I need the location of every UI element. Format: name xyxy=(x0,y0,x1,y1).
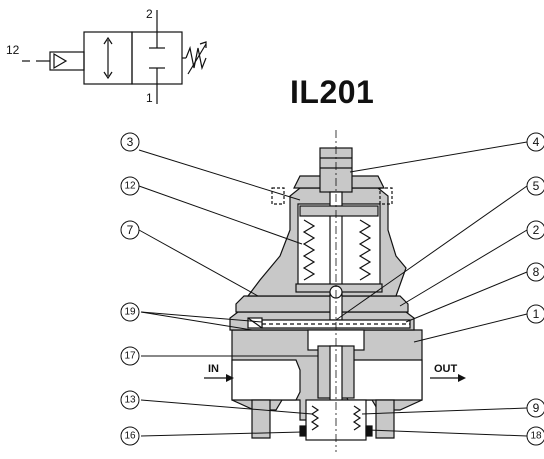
callout-16 xyxy=(120,426,140,446)
callout-3-text: 3 xyxy=(127,135,134,149)
port-12-label: 12 xyxy=(6,43,20,57)
callout-17-text: 17 xyxy=(124,351,136,362)
callout-4-text: 4 xyxy=(533,135,540,149)
callout-12-text: 12 xyxy=(124,181,136,192)
port-2-label: 2 xyxy=(146,7,153,21)
model-title: IL201 xyxy=(290,74,375,110)
bonnet-lower xyxy=(235,295,409,313)
callout-18 xyxy=(526,426,544,446)
callout-8-text: 8 xyxy=(533,265,540,279)
callout-13-text: 13 xyxy=(124,395,136,406)
callout-3 xyxy=(120,132,140,152)
callout-9-text: 9 xyxy=(533,401,540,415)
callout-19-text: 19 xyxy=(124,307,136,318)
callout-16-text: 16 xyxy=(124,431,136,442)
callout-7-text: 7 xyxy=(127,223,134,237)
callout-12 xyxy=(120,176,140,196)
port-1-label: 1 xyxy=(146,91,153,105)
callout-4 xyxy=(526,132,544,152)
callout-18-text: 18 xyxy=(530,431,542,442)
callout-2 xyxy=(526,220,544,240)
in-flow: IN xyxy=(204,363,234,382)
callout-13 xyxy=(120,390,140,410)
callout-9 xyxy=(526,398,544,418)
in-label: IN xyxy=(208,363,219,375)
callout-5-text: 5 xyxy=(533,179,540,193)
callout-5 xyxy=(526,176,544,196)
out-flow: OUT xyxy=(430,363,466,382)
callout-19 xyxy=(120,302,140,322)
callout-1-text: 1 xyxy=(533,307,540,321)
out-label: OUT xyxy=(434,363,458,375)
callout-17 xyxy=(120,346,140,366)
callout-8 xyxy=(526,262,544,282)
callout-2-text: 2 xyxy=(533,223,540,237)
callout-7 xyxy=(120,220,140,240)
callouts xyxy=(120,132,544,446)
callout-1 xyxy=(526,304,544,324)
valve-symbol xyxy=(22,10,207,104)
valve-section xyxy=(229,130,423,452)
